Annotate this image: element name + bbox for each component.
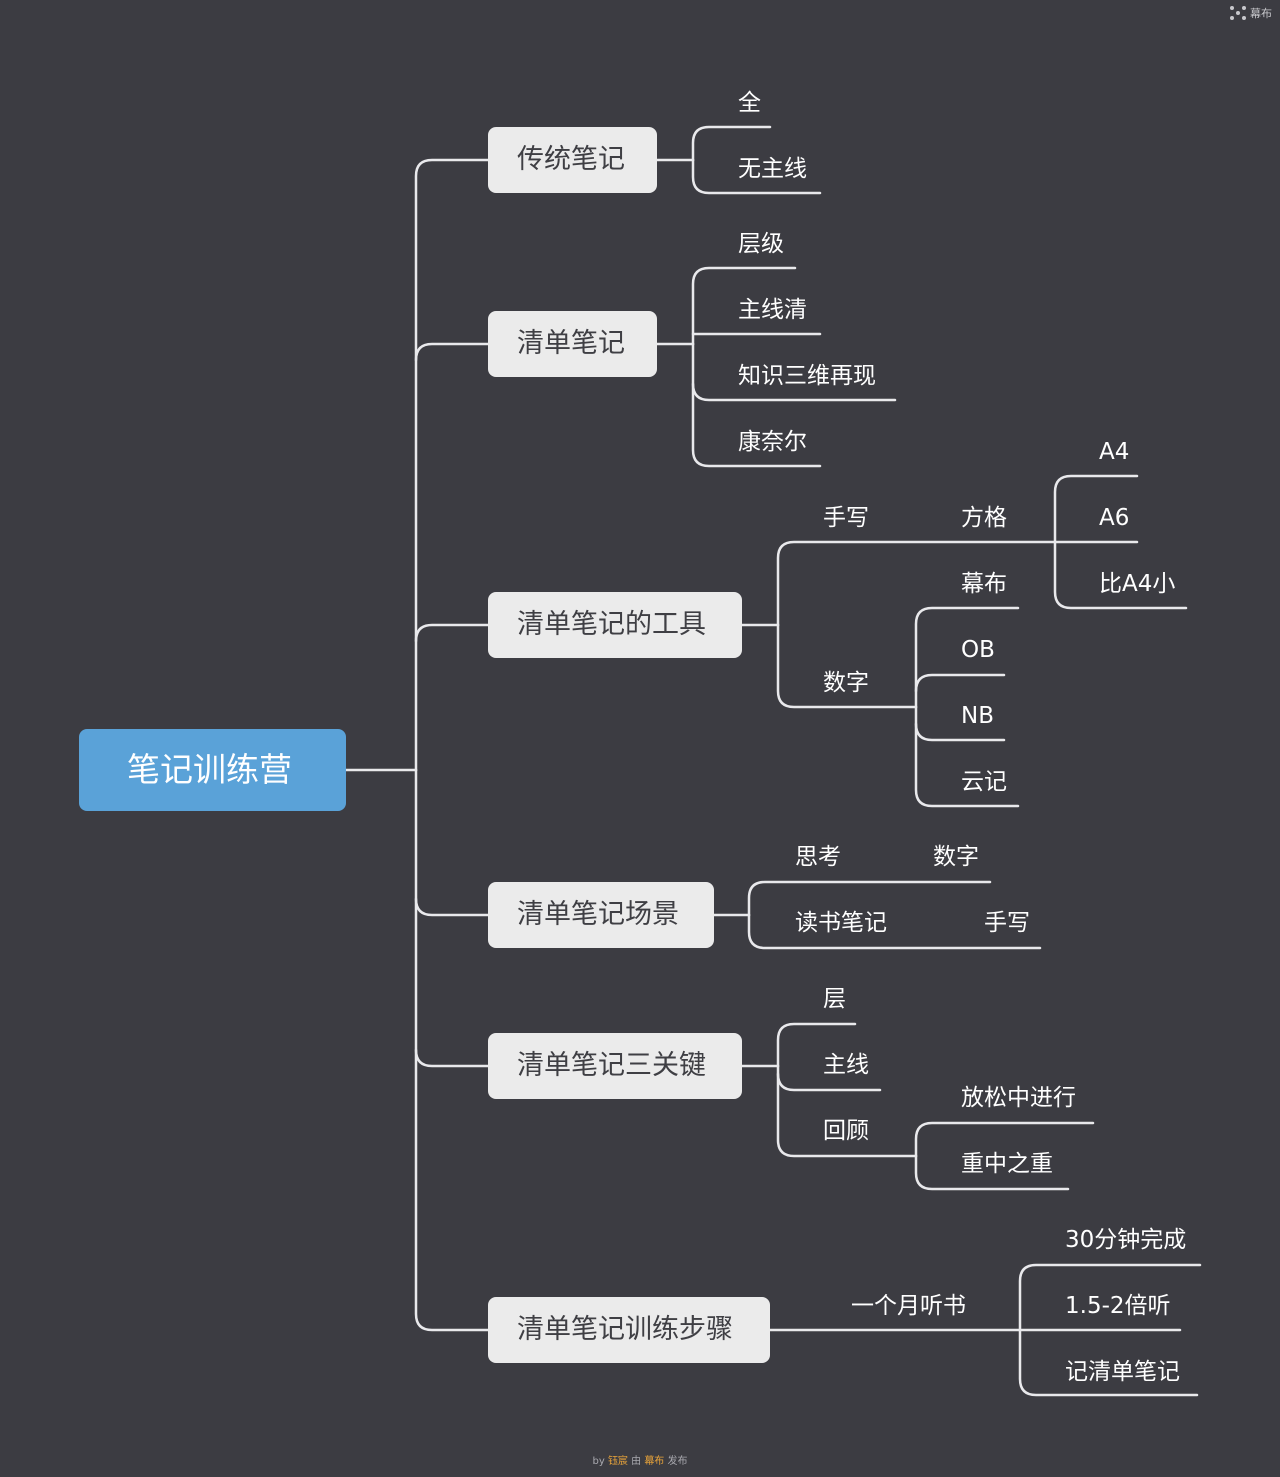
root-label: 笔记训练营 <box>127 750 292 789</box>
brand-label: 幕布 <box>1250 7 1272 20</box>
node-label: 清单笔记的工具 <box>517 609 706 640</box>
key-review[interactable]: 回顾 <box>823 1118 869 1144</box>
leaf-node[interactable]: 幕布 <box>961 571 1007 597</box>
leaf-node[interactable]: A4 <box>1099 439 1130 465</box>
leaf-node[interactable]: 1.5-2倍听 <box>1065 1293 1171 1319</box>
leaf-node[interactable]: 主线清 <box>738 297 807 323</box>
leaf-node[interactable]: OB <box>961 637 995 663</box>
leaf-node[interactable]: 主线 <box>823 1052 869 1078</box>
leaf-node[interactable]: A6 <box>1099 505 1130 531</box>
leaf-node[interactable]: 全 <box>738 90 761 116</box>
step-listen-books[interactable]: 一个月听书 <box>851 1293 966 1319</box>
mubu-logo-icon <box>1230 6 1246 20</box>
node-label: 清单笔记场景 <box>517 899 679 930</box>
tool-handwriting[interactable]: 手写 <box>823 505 869 531</box>
scene-right[interactable]: 手写 <box>984 910 1030 936</box>
scene-left[interactable]: 思考 <box>795 844 841 870</box>
leaf-node[interactable]: 云记 <box>961 769 1007 795</box>
scene-right[interactable]: 数字 <box>933 844 979 870</box>
node-list-notes-keys[interactable]: 清单笔记三关键 <box>488 1033 742 1099</box>
node-traditional-notes[interactable]: 传统笔记 <box>488 127 657 193</box>
node-list-notes[interactable]: 清单笔记 <box>488 311 657 377</box>
node-label: 清单笔记 <box>517 328 625 359</box>
leaf-node[interactable]: 放松中进行 <box>961 1085 1076 1111</box>
node-label: 传统笔记 <box>517 144 625 175</box>
node-list-notes-scenes[interactable]: 清单笔记场景 <box>488 882 714 948</box>
leaf-node[interactable]: 无主线 <box>738 156 807 182</box>
node-label: 清单笔记训练步骤 <box>517 1314 733 1345</box>
root-node[interactable]: 笔记训练营 <box>79 729 346 811</box>
leaf-node[interactable]: 30分钟完成 <box>1065 1227 1187 1253</box>
node-list-notes-tools[interactable]: 清单笔记的工具 <box>488 592 742 658</box>
leaf-node[interactable]: 记清单笔记 <box>1065 1359 1180 1385</box>
leaf-node[interactable]: 比A4小 <box>1099 571 1176 597</box>
node-list-notes-steps[interactable]: 清单笔记训练步骤 <box>488 1297 770 1363</box>
tool-grid-paper[interactable]: 方格 <box>961 505 1007 531</box>
leaf-node[interactable]: 层级 <box>738 231 784 257</box>
footer-via: 由 <box>631 1456 642 1467</box>
leaf-node[interactable]: 知识三维再现 <box>738 363 876 389</box>
brand: 幕布 <box>1230 5 1272 21</box>
scene-left[interactable]: 读书笔记 <box>795 910 887 936</box>
footer-action: 发布 <box>667 1456 688 1467</box>
footer-author: 钰宸 <box>607 1456 628 1467</box>
leaf-node[interactable]: NB <box>961 703 994 729</box>
leaf-node[interactable]: 康奈尔 <box>738 429 807 455</box>
node-label: 清单笔记三关键 <box>517 1050 706 1081</box>
footer-credit: by 钰宸 由 幕布 发布 <box>0 1452 1280 1467</box>
tool-digital[interactable]: 数字 <box>823 670 869 696</box>
footer-app: 幕布 <box>644 1456 665 1467</box>
footer-by: by <box>592 1456 605 1467</box>
leaf-node[interactable]: 层 <box>823 986 846 1012</box>
leaf-node[interactable]: 重中之重 <box>961 1151 1053 1177</box>
